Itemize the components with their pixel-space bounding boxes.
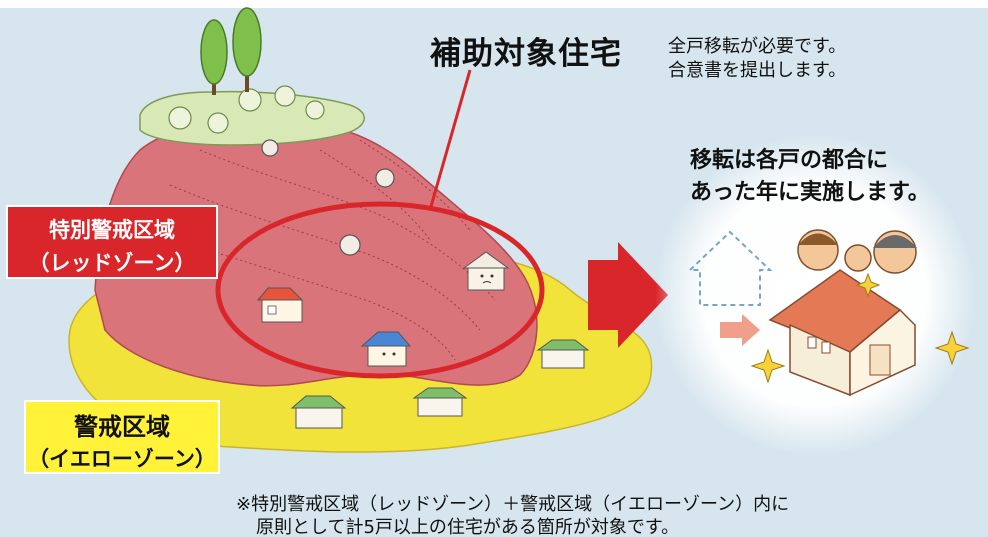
condition-line-1: 全戸移転が必要です。 bbox=[668, 36, 847, 57]
sparkles bbox=[750, 272, 970, 384]
house-in-red-2 bbox=[462, 251, 510, 291]
yellow-zone-subname: （イエローゾーン） bbox=[28, 447, 216, 471]
house-in-red-3 bbox=[360, 331, 412, 367]
small-arrow bbox=[720, 314, 760, 346]
house-in-yellow-2 bbox=[290, 395, 347, 429]
trees bbox=[200, 7, 262, 95]
timing-line-2: あった年に実施します。 bbox=[690, 180, 930, 205]
house-in-yellow-1 bbox=[536, 339, 590, 369]
rocks bbox=[261, 139, 395, 256]
timing-line-1: 移転は各戸の都合に bbox=[690, 148, 889, 173]
pointer-line bbox=[428, 69, 472, 211]
footnote-line-2: 原則として計5戸以上の住宅がある箇所が対象です。 bbox=[256, 517, 680, 537]
shrubs bbox=[168, 85, 325, 134]
condition-line-2: 合意書を提出します。 bbox=[668, 60, 847, 81]
yellow-zone-name: 警戒区域 bbox=[74, 413, 170, 441]
red-zone-label: 特別警戒区域 （レッドゾーン） bbox=[6, 205, 218, 279]
yellow-zone-label: 警戒区域 （イエローゾーン） bbox=[24, 400, 220, 474]
footnote-line-1: ※特別警戒区域（レッドゾーン）＋警戒区域（イエローゾーン）内に bbox=[236, 494, 790, 515]
house-in-red-1 bbox=[256, 287, 304, 323]
red-zone-subname: （レッドゾーン） bbox=[28, 251, 196, 275]
target-houses-title: 補助対象住宅 bbox=[430, 36, 622, 72]
target-houses-outline bbox=[215, 201, 545, 379]
family bbox=[797, 229, 917, 274]
top-margin bbox=[0, 0, 988, 8]
red-zone-name: 特別警戒区域 bbox=[49, 218, 175, 242]
relocation-arrow bbox=[588, 242, 668, 348]
house-in-yellow-3 bbox=[412, 387, 468, 417]
dashed-house-outline bbox=[687, 230, 773, 306]
